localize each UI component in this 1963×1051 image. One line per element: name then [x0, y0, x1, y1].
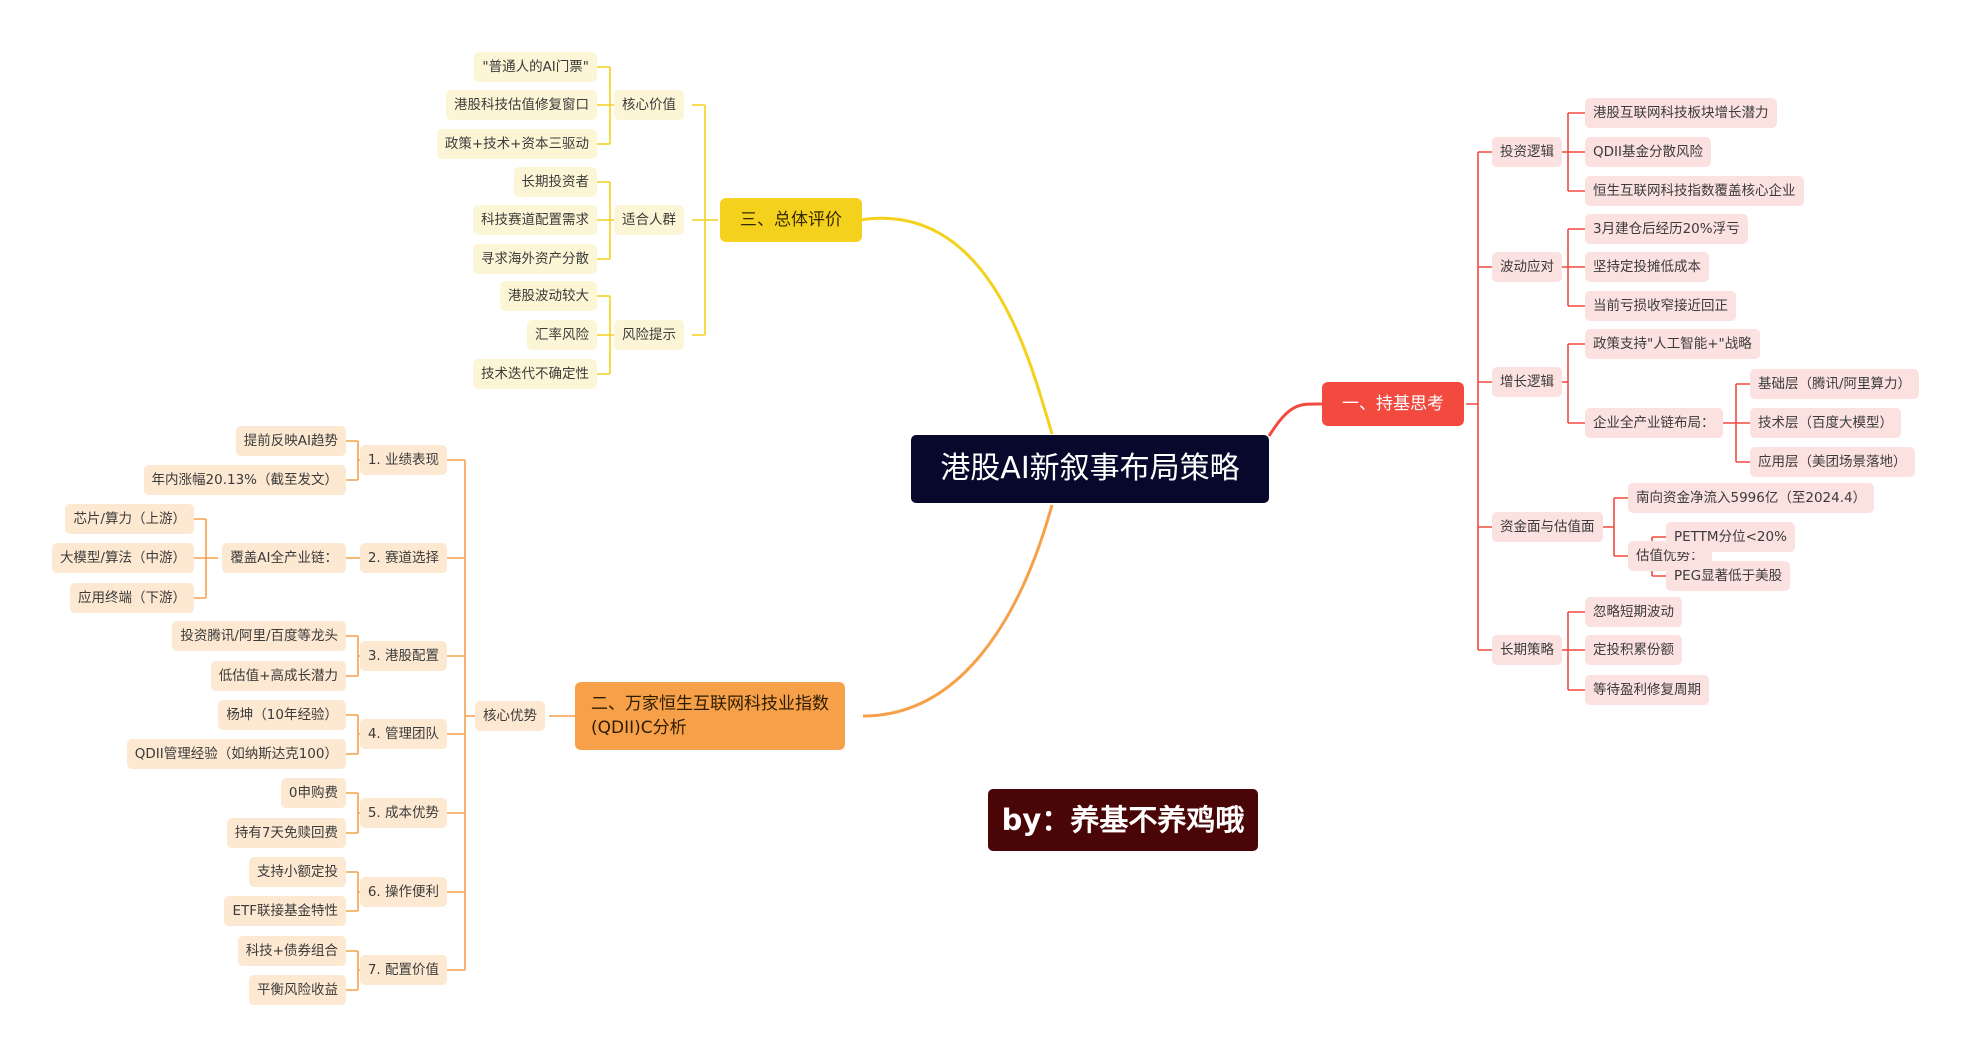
- leaf-node[interactable]: 投资腾讯/阿里/百度等龙头: [172, 621, 346, 651]
- leaf-node[interactable]: 长期投资者: [513, 167, 597, 197]
- leaf-node[interactable]: 覆盖AI全产业链：: [222, 543, 346, 573]
- leaf-node[interactable]: 技术迭代不确定性: [473, 359, 597, 389]
- leaf-node[interactable]: 科技+债券组合: [237, 936, 346, 966]
- leaf-node[interactable]: 应用层（美团场景落地）: [1750, 447, 1915, 477]
- leaf-node[interactable]: 等待盈利修复周期: [1585, 675, 1709, 705]
- node-long-term-strategy[interactable]: 长期策略: [1492, 635, 1562, 665]
- leaf-node[interactable]: 寻求海外资产分散: [473, 244, 597, 274]
- leaf-node[interactable]: 杨坤（10年经验）: [218, 700, 346, 730]
- leaf-node[interactable]: 港股波动较大: [500, 281, 597, 311]
- leaf-node[interactable]: 平衡风险收益: [249, 975, 346, 1005]
- leaf-node[interactable]: 政策支持"人工智能+"战略: [1585, 329, 1760, 359]
- leaf-node[interactable]: 忽略短期波动: [1585, 597, 1682, 627]
- node-core-advantages[interactable]: 核心优势: [475, 701, 545, 731]
- branch-fund-analysis-line2: (QDII)C分析: [591, 718, 687, 738]
- node-risk-warning[interactable]: 风险提示: [614, 320, 684, 350]
- node-allocation-value[interactable]: 7. 配置价值: [359, 955, 447, 985]
- leaf-node[interactable]: 基础层（腾讯/阿里算力）: [1750, 369, 1920, 399]
- node-management-team[interactable]: 4. 管理团队: [359, 719, 447, 749]
- leaf-node[interactable]: 0申购费: [280, 778, 346, 808]
- leaf-node[interactable]: 技术层（百度大模型）: [1750, 408, 1901, 438]
- node-hk-allocation[interactable]: 3. 港股配置: [359, 641, 447, 671]
- leaf-node[interactable]: 提前反映AI趋势: [235, 426, 346, 456]
- leaf-node[interactable]: 应用终端（下游）: [70, 583, 194, 613]
- leaf-node[interactable]: QDII基金分散风险: [1585, 137, 1711, 167]
- node-track-selection[interactable]: 2. 赛道选择: [359, 543, 447, 573]
- node-core-value[interactable]: 核心价值: [614, 90, 684, 120]
- leaf-node[interactable]: 汇率风险: [527, 320, 597, 350]
- node-cost-advantage[interactable]: 5. 成本优势: [359, 798, 447, 828]
- node-performance[interactable]: 1. 业绩表现: [359, 445, 447, 475]
- leaf-node[interactable]: 港股互联网科技板块增长潜力: [1585, 98, 1777, 128]
- leaf-node[interactable]: 科技赛道配置需求: [473, 205, 597, 235]
- node-investment-logic[interactable]: 投资逻辑: [1492, 137, 1562, 167]
- branch-fund-analysis-line1: 二、万家恒生互联网科技业指数: [591, 694, 829, 714]
- node-operation-convenience[interactable]: 6. 操作便利: [359, 877, 447, 907]
- leaf-node[interactable]: 芯片/算力（上游）: [65, 504, 194, 534]
- author-signature: by：养基不养鸡哦: [988, 789, 1258, 851]
- branch-fund-analysis[interactable]: 二、万家恒生互联网科技业指数 (QDII)C分析: [575, 682, 845, 750]
- leaf-node[interactable]: 企业全产业链布局：: [1585, 408, 1723, 438]
- leaf-node[interactable]: QDII管理经验（如纳斯达克100）: [126, 739, 346, 769]
- leaf-node[interactable]: "普通人的AI门票": [474, 52, 597, 82]
- leaf-node[interactable]: PETTM分位<20%: [1666, 522, 1795, 552]
- node-target-audience[interactable]: 适合人群: [614, 205, 684, 235]
- leaf-node[interactable]: 定投积累份额: [1585, 635, 1682, 665]
- node-growth-logic[interactable]: 增长逻辑: [1492, 367, 1562, 397]
- leaf-node[interactable]: 支持小额定投: [249, 857, 346, 887]
- node-volatility-response[interactable]: 波动应对: [1492, 252, 1562, 282]
- leaf-node[interactable]: 大模型/算法（中游）: [51, 543, 194, 573]
- leaf-node[interactable]: 3月建仓后经历20%浮亏: [1585, 214, 1748, 244]
- leaf-node[interactable]: PEG显著低于美股: [1666, 561, 1791, 591]
- leaf-node[interactable]: ETF联接基金特性: [224, 896, 346, 926]
- branch-overall-evaluation[interactable]: 三、总体评价: [720, 198, 862, 242]
- leaf-node[interactable]: 港股科技估值修复窗口: [446, 90, 597, 120]
- root-topic[interactable]: 港股AI新叙事布局策略: [911, 435, 1269, 503]
- leaf-node[interactable]: 坚持定投摊低成本: [1585, 252, 1709, 282]
- leaf-node[interactable]: 政策+技术+资本三驱动: [436, 129, 597, 159]
- leaf-node[interactable]: 持有7天免赎回费: [226, 818, 346, 848]
- leaf-node[interactable]: 恒生互联网科技指数覆盖核心企业: [1585, 176, 1804, 206]
- leaf-node[interactable]: 低估值+高成长潜力: [210, 661, 346, 691]
- leaf-node[interactable]: 当前亏损收窄接近回正: [1585, 291, 1736, 321]
- branch-holding-thoughts[interactable]: 一、持基思考: [1322, 382, 1464, 426]
- node-funds-valuation[interactable]: 资金面与估值面: [1492, 512, 1603, 542]
- leaf-node[interactable]: 南向资金净流入5996亿（至2024.4）: [1628, 483, 1875, 513]
- leaf-node[interactable]: 年内涨幅20.13%（截至发文）: [143, 465, 346, 495]
